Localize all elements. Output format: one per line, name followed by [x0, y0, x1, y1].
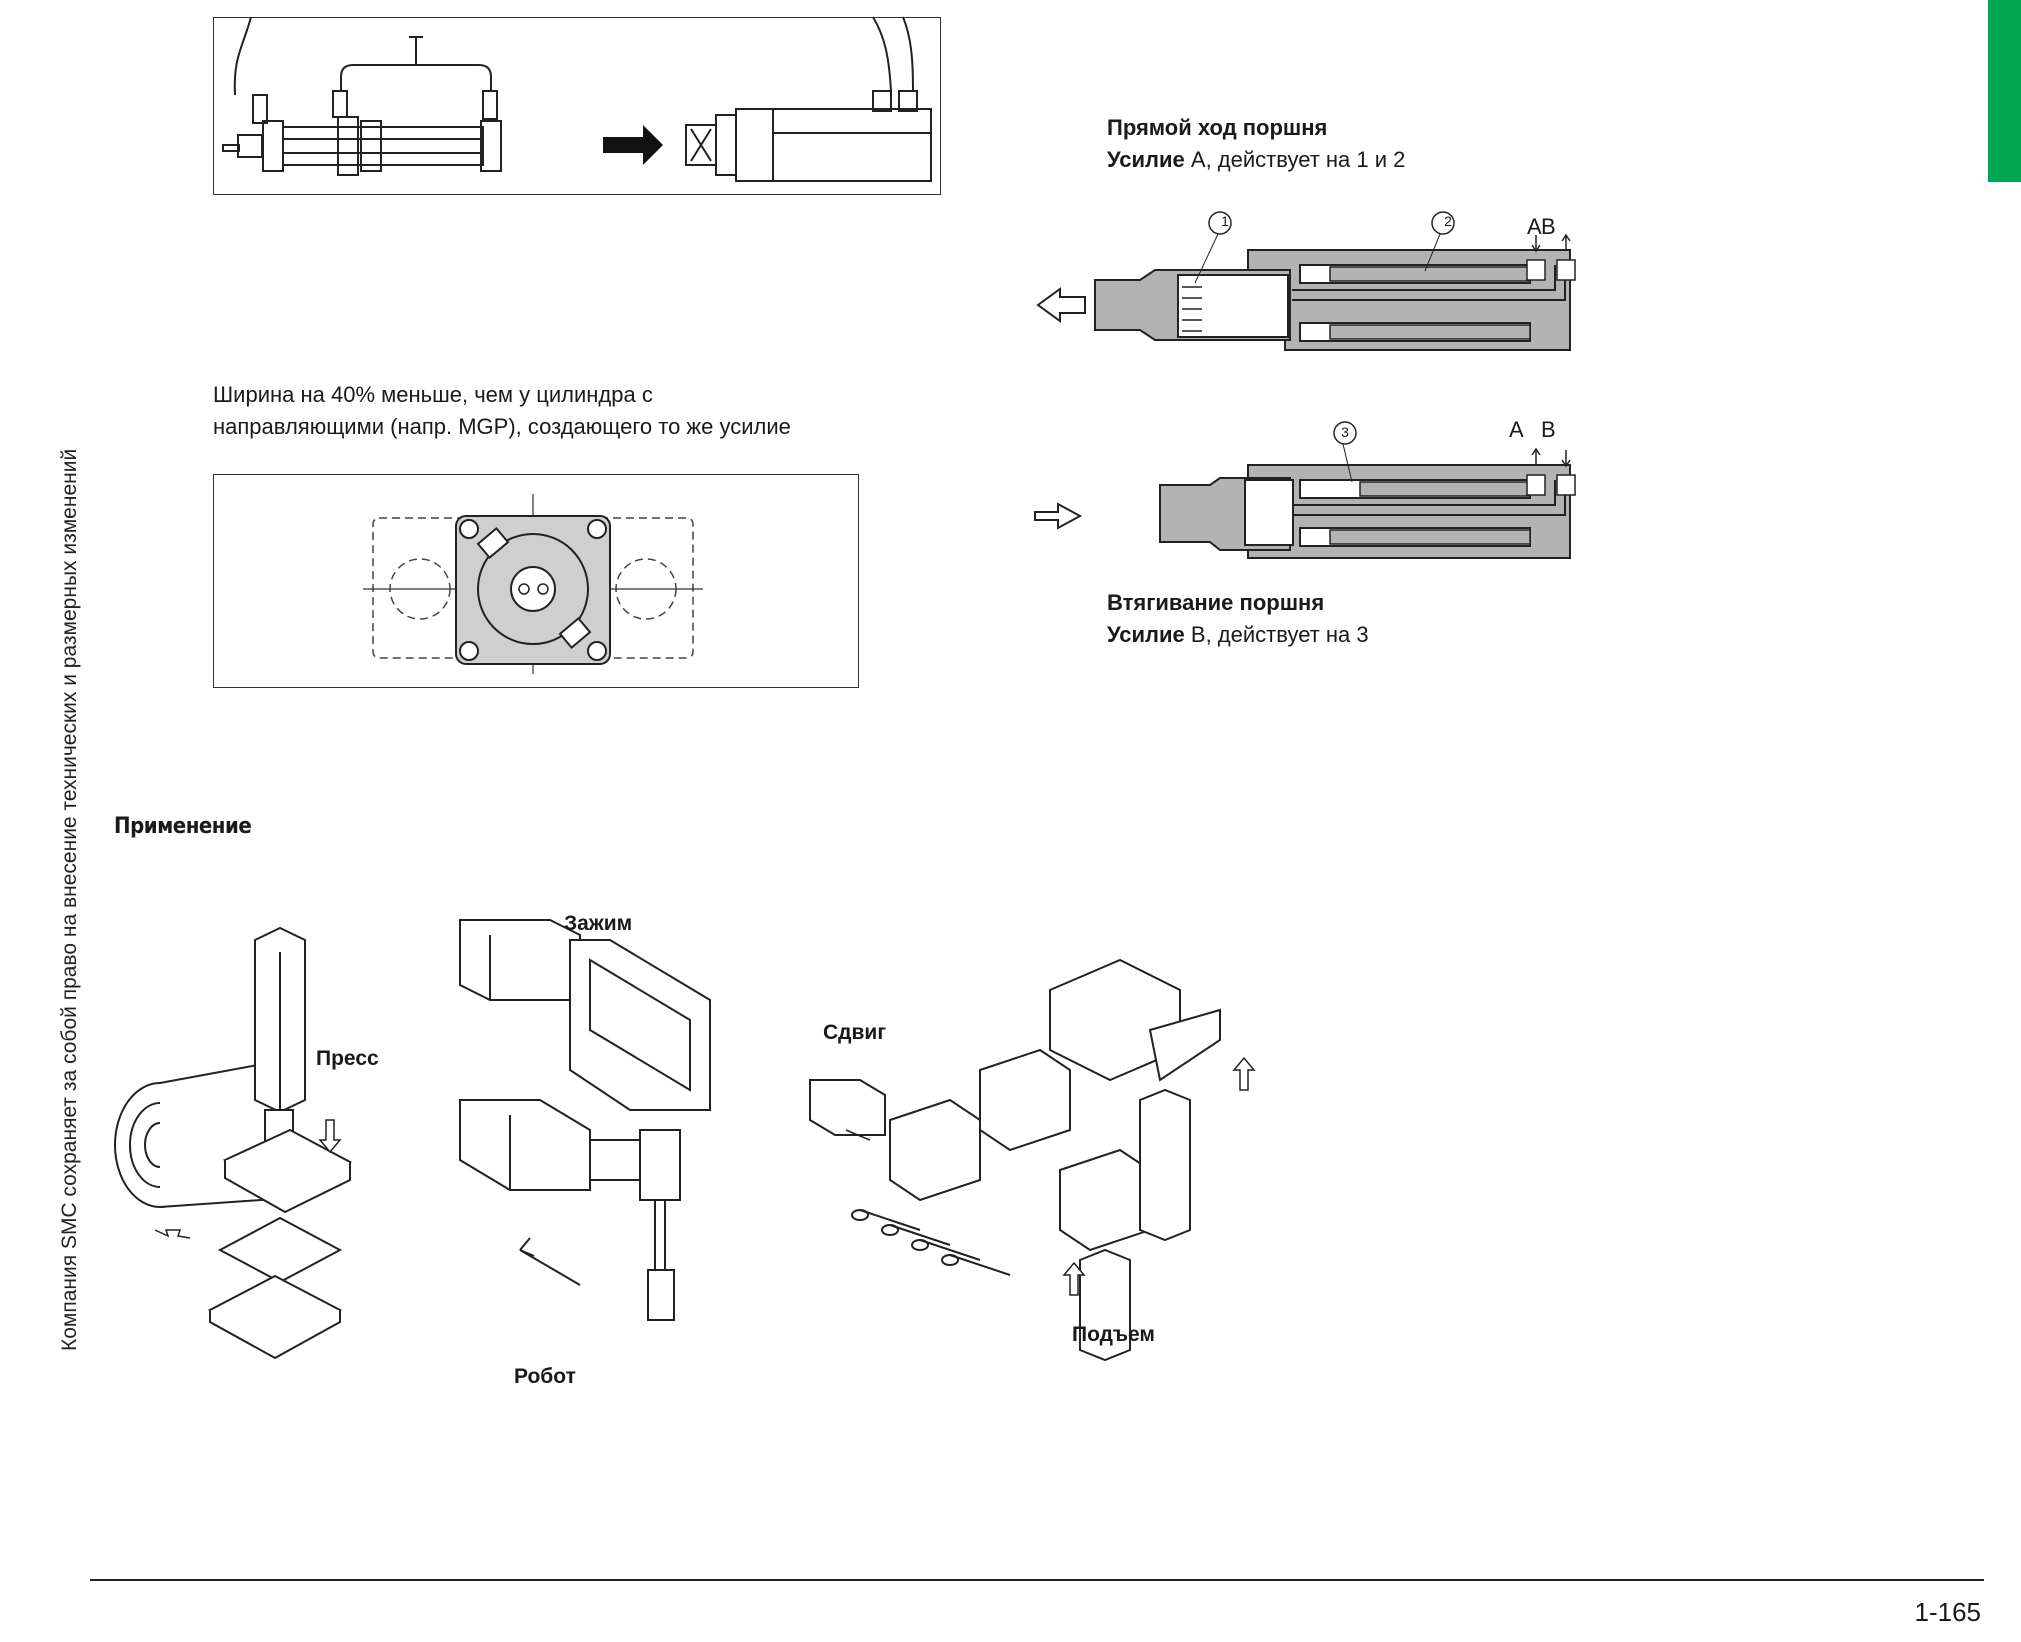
retraction-diagram [1034, 421, 1576, 559]
section-heading: Применение [114, 814, 252, 839]
retraction-title: Втягивание поршня [1107, 590, 1325, 615]
app-label-robot: Робот [514, 1365, 576, 1388]
applications-illustration [114, 919, 1256, 1362]
port-b-label-bottom: B [1541, 417, 1556, 442]
forward-stroke-caption: Прямой ход поршня Усилие А, действует на… [1107, 112, 1405, 176]
app-label-shift: Сдвиг [823, 1021, 887, 1044]
width-note-line1: Ширина на 40% меньше, чем у цилиндра с [213, 382, 653, 407]
retraction-force-word: Усилие [1107, 622, 1185, 647]
retraction-caption: Втягивание поршня Усилие В, действует на… [1107, 587, 1369, 651]
disclaimer-side-note: Компания SMC сохраняет за собой право на… [58, 448, 81, 1351]
app-label-press: Пресс [316, 1047, 379, 1070]
forward-force-word: Усилие [1107, 147, 1185, 172]
label-circle-2: 2 [1444, 213, 1452, 229]
width-note-line2: направляющими (напр. MGP), создающего то… [213, 414, 791, 439]
label-circle-1: 1 [1221, 213, 1229, 229]
forward-force-text: А, действует на 1 и 2 [1184, 147, 1406, 172]
tandem-cylinder-drawing [222, 16, 932, 182]
forward-stroke-title: Прямой ход поршня [1107, 115, 1328, 140]
section-color-tab [1988, 0, 2021, 182]
page-number: 1-165 [1914, 1597, 1982, 1627]
port-b-label-top: B [1541, 214, 1556, 239]
width-note: Ширина на 40% меньше, чем у цилиндра с н… [213, 379, 791, 443]
retraction-force-text: В, действует на 3 [1184, 622, 1369, 647]
footer-rule [90, 1579, 1984, 1581]
app-label-lift: Подъем [1072, 1323, 1155, 1346]
cross-section-drawing [363, 494, 703, 674]
forward-stroke-diagram [1036, 211, 1576, 351]
label-circle-3: 3 [1341, 424, 1349, 440]
port-a-label-top: A [1527, 214, 1542, 239]
app-label-clamp: Зажим [564, 912, 633, 935]
port-a-label-bottom: A [1509, 417, 1524, 442]
